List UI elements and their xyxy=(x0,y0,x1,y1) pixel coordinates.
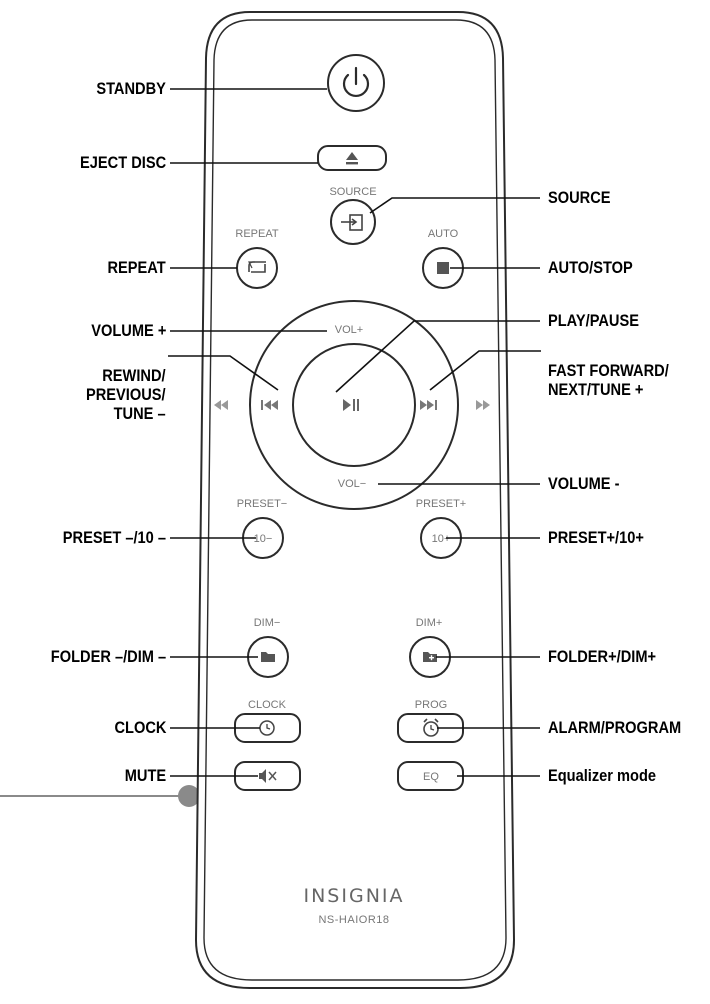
stop-icon xyxy=(437,262,449,274)
callout-volume-down: VOLUME - xyxy=(548,474,620,493)
mute-icon xyxy=(259,769,277,783)
callout-equalizer-mode: Equalizer mode xyxy=(548,766,657,785)
callout-standby: STANDBY xyxy=(96,79,166,98)
callout-eject-disc: EJECT DISC xyxy=(79,153,166,172)
preset-minus-label: PRESET− xyxy=(237,498,287,510)
leader-play-pause xyxy=(335,320,540,393)
preset-minus-button-text: 10− xyxy=(254,533,273,545)
leader-lines xyxy=(168,88,541,777)
source-label: SOURCE xyxy=(329,186,376,198)
eject-button[interactable] xyxy=(317,145,387,171)
callout-fast-forward: FAST FORWARD/ NEXT/TUNE + xyxy=(548,361,669,399)
alarm-clock-icon xyxy=(423,718,439,737)
eject-icon xyxy=(346,152,358,165)
vol-down-label: VOL− xyxy=(338,478,366,490)
battery-leader-dot xyxy=(178,785,200,807)
leader-source xyxy=(369,197,540,214)
eq-button-text: EQ xyxy=(423,771,439,783)
rewind-icon xyxy=(214,400,228,410)
prog-label: PROG xyxy=(415,699,447,711)
auto-label: AUTO xyxy=(428,228,459,240)
callout-folder-minus: FOLDER –/DIM – xyxy=(50,647,166,666)
folder-minus-icon xyxy=(261,652,275,662)
callout-play-pause: PLAY/PAUSE xyxy=(548,311,639,330)
folder-plus-button[interactable] xyxy=(409,636,451,678)
next-icon xyxy=(420,400,437,410)
leader-fast-forward xyxy=(429,350,541,391)
play-pause-button[interactable] xyxy=(292,343,416,467)
folder-minus-button[interactable] xyxy=(247,636,289,678)
source-button[interactable] xyxy=(330,199,376,245)
vol-up-label: VOL+ xyxy=(335,324,363,336)
callout-rewind: REWIND/ PREVIOUS/ TUNE – xyxy=(86,366,166,423)
callout-source: SOURCE xyxy=(548,188,611,207)
callout-alarm-program: ALARM/PROGRAM xyxy=(548,718,682,737)
repeat-icon xyxy=(248,261,266,273)
callout-folder-plus: FOLDER+/DIM+ xyxy=(548,647,657,666)
callout-preset-plus: PRESET+/10+ xyxy=(548,528,644,547)
preset-plus-label: PRESET+ xyxy=(416,498,466,510)
folder-plus-icon xyxy=(423,652,437,662)
leader-rewind xyxy=(168,355,279,391)
callout-mute: MUTE xyxy=(124,766,166,785)
clock-label: CLOCK xyxy=(248,699,287,711)
callout-preset-minus: PRESET –/10 – xyxy=(62,528,166,547)
previous-icon xyxy=(261,400,278,410)
equalizer-button[interactable]: EQ xyxy=(397,761,464,791)
callout-auto-stop: AUTO/STOP xyxy=(548,258,633,277)
callout-clock: CLOCK xyxy=(114,718,166,737)
standby-button[interactable] xyxy=(327,54,385,112)
power-icon xyxy=(342,66,370,97)
play-pause-icon xyxy=(343,399,359,411)
dim-plus-label: DIM+ xyxy=(416,617,443,629)
callout-volume-up: VOLUME + xyxy=(90,321,166,340)
fast-forward-icon xyxy=(476,400,490,410)
repeat-label: REPEAT xyxy=(235,228,278,240)
brand-logo: INSIGNIA xyxy=(303,885,404,907)
dim-minus-label: DIM− xyxy=(254,617,281,629)
model-number: NS-HAIOR18 xyxy=(318,914,389,926)
preset-plus-button[interactable]: 10+ xyxy=(420,517,462,559)
input-icon xyxy=(341,214,363,231)
callout-repeat: REPEAT xyxy=(107,258,166,277)
preset-plus-button-text: 10+ xyxy=(432,533,451,545)
repeat-button[interactable] xyxy=(236,247,278,289)
